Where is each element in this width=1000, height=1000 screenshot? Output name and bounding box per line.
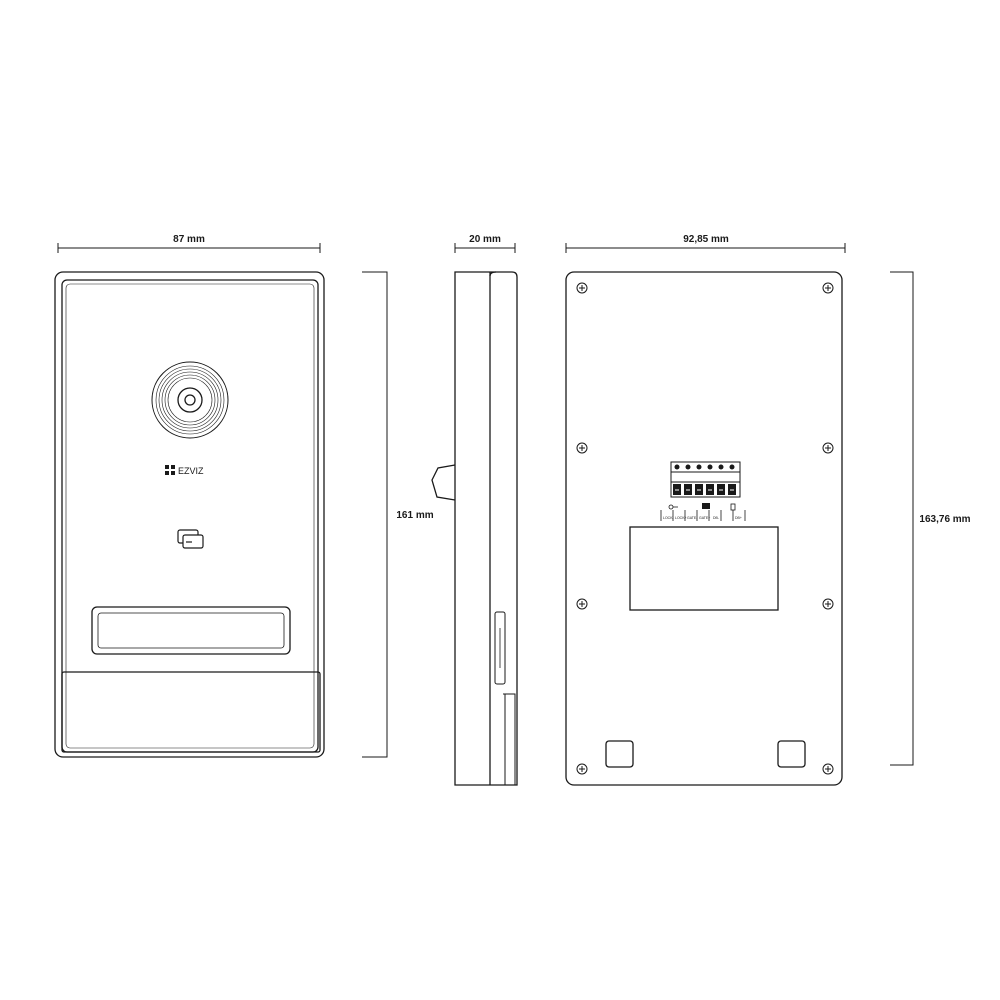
- call-button: [91, 606, 291, 655]
- terminal-label: DB-: [713, 516, 720, 520]
- card-reader-icon: [177, 529, 204, 549]
- camera-lens: [151, 361, 229, 439]
- terminal-label: DB+: [735, 516, 742, 520]
- logo-text: EZVIZ: [178, 466, 204, 476]
- front-width-label: 87 mm: [173, 234, 205, 245]
- side-body: [454, 271, 518, 786]
- nameplate-panel: [61, 671, 321, 753]
- doorbell-icon: [730, 503, 736, 511]
- front-view: EZVIZ: [54, 271, 325, 758]
- terminal-label: LOCK-: [663, 516, 675, 520]
- terminal-label: LOCK+: [675, 516, 687, 520]
- side-clip: [431, 464, 456, 501]
- back-square-right: [777, 740, 806, 768]
- back-view: LOCK- LOCK+ GATE- GATE+ DB- DB+: [565, 271, 843, 786]
- back-width-label: 92,85 mm: [683, 234, 729, 245]
- back-plate: [565, 271, 843, 786]
- terminal-label: GATE+: [699, 516, 710, 520]
- ezviz-logo: EZVIZ: [165, 465, 204, 476]
- back-square-left: [605, 740, 634, 768]
- gate-icon: [702, 503, 710, 509]
- back-height-label: 163,76 mm: [919, 514, 970, 525]
- front-height-label: 161 mm: [396, 510, 433, 521]
- terminal-block: [670, 461, 741, 498]
- dimension-lines: [57, 243, 914, 766]
- screw-holes: [576, 282, 834, 775]
- front-inner-panel: [61, 279, 319, 753]
- key-icon: [668, 504, 678, 510]
- terminal-label: GATE-: [687, 516, 698, 520]
- front-outer-frame: [54, 271, 325, 758]
- back-cutout: [629, 526, 779, 611]
- side-view: [431, 271, 518, 786]
- side-depth-label: 20 mm: [469, 234, 501, 245]
- terminal-labels: LOCK- LOCK+ GATE- GATE+ DB- DB+: [660, 503, 746, 521]
